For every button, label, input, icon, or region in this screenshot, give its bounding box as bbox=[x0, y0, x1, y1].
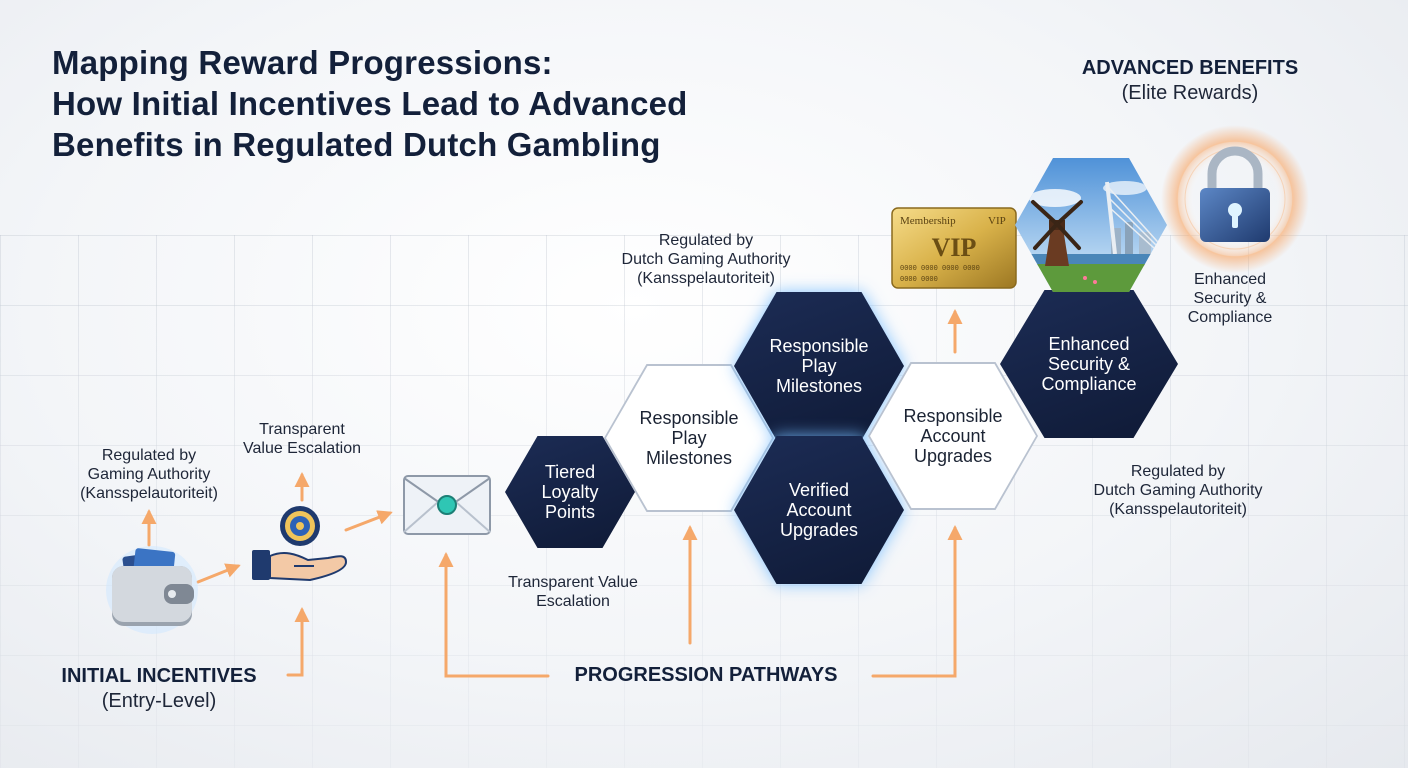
page-title: Mapping Reward Progressions: How Initial… bbox=[52, 44, 688, 163]
arrow-initial-to-hand bbox=[286, 607, 310, 677]
regulated-label-right: Regulated by Dutch Gaming Authority (Kan… bbox=[1093, 463, 1263, 518]
vip-card-center: VIP bbox=[932, 233, 977, 262]
advanced-benefits-heading: ADVANCED BENEFITS (Elite Rewards) bbox=[1081, 57, 1299, 104]
regulated-label-center: Regulated by Dutch Gaming Authority (Kan… bbox=[621, 232, 791, 287]
enhanced-security-label: Enhanced Security & Compliance bbox=[1187, 271, 1273, 326]
initial-incentives-heading: INITIAL INCENTIVES (Entry-Level) bbox=[61, 665, 257, 712]
arrow-hand-to-envelope bbox=[344, 510, 393, 532]
padlock-icon bbox=[1160, 124, 1310, 274]
envelope-icon bbox=[402, 474, 492, 536]
vip-card-top-right: VIP bbox=[988, 215, 1006, 227]
transparent-label-bottom: Transparent Value Escalation bbox=[508, 574, 638, 610]
arrow-wallet-to-hand bbox=[196, 563, 241, 584]
vip-card-expiry: 0000 0000 bbox=[900, 276, 938, 284]
wallet-icon bbox=[104, 540, 200, 636]
progression-pathways-heading: PROGRESSION PATHWAYS bbox=[574, 664, 838, 686]
regulated-label-left: Regulated by Gaming Authority (Kansspela… bbox=[80, 447, 218, 502]
windmill-bridge-icon bbox=[1015, 158, 1167, 292]
hex-enhanced-security-compliance: Enhanced Security & Compliance bbox=[1000, 290, 1178, 438]
hex-responsible-play-milestones-dark: Responsible Play Milestones bbox=[734, 292, 904, 440]
arrow-pathways-to-envelope bbox=[438, 552, 550, 678]
transparent-label-top: Transparent Value Escalation bbox=[243, 421, 361, 457]
vip-card-number: 0000 0000 0000 0000 bbox=[900, 265, 980, 273]
vip-card-top-left: Membership bbox=[900, 215, 956, 227]
hand-coin-icon bbox=[248, 500, 352, 594]
hex-verified-account-upgrades: Verified Account Upgrades bbox=[734, 436, 904, 584]
vip-card-icon: Membership VIP VIP 0000 0000 0000 0000 0… bbox=[890, 206, 1018, 290]
hex-tiered-loyalty-points: Tiered Loyalty Points bbox=[505, 436, 635, 548]
arrow-pathways-to-account bbox=[871, 525, 963, 678]
